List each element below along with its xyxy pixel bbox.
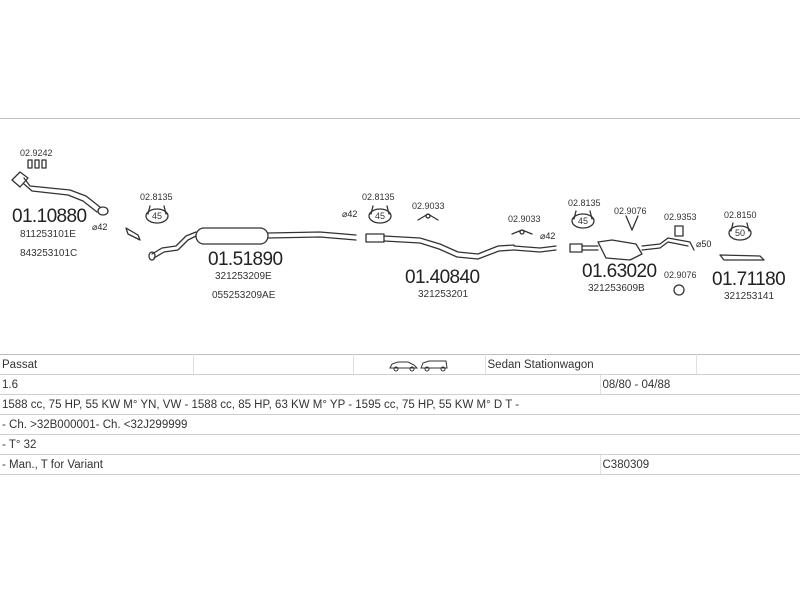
- tail-pipe-drawing: [719, 254, 765, 261]
- accessory-label: 02.9076: [664, 270, 697, 280]
- oem-number-5: 321253141: [724, 291, 775, 302]
- empty-cell: [193, 354, 354, 375]
- part-number-3: 01.40840: [405, 267, 480, 288]
- chassis-cell: - Ch. >32B000001- Ch. <32J299999: [0, 414, 800, 435]
- clamp-02-9076-a: [625, 215, 639, 231]
- oem-number-2b: 055253209AE: [212, 290, 276, 301]
- body-type-cell: Sedan Stationwagon: [485, 354, 697, 375]
- accessory-label: 02.8135: [362, 192, 395, 202]
- accessory-label: 02.8150: [724, 210, 757, 220]
- oem-number-3: 321253201: [418, 289, 469, 300]
- hanger-02-8135-a: [145, 205, 169, 224]
- hanger-02-8135-c: [571, 210, 595, 229]
- accessory-label: 02.9033: [412, 201, 445, 211]
- accessory-label: 02.9353: [664, 212, 697, 222]
- catalog-code-cell: C380309: [600, 454, 800, 475]
- part-number-5: 01.71180: [712, 269, 786, 290]
- hanger-size-label: 50: [735, 228, 746, 238]
- centre-pipe-drawing: [365, 233, 557, 260]
- hanger-size-label: 45: [152, 211, 163, 221]
- oem-number-2a: 321253209E: [215, 271, 272, 282]
- accessory-label: 02.9242: [20, 148, 53, 158]
- clamp-02-9033-b: [511, 229, 533, 235]
- table-row: - Ch. >32B000001- Ch. <32J299999: [0, 414, 800, 435]
- oem-number-1a: 811253101E: [20, 229, 76, 240]
- hanger-size-label: 45: [375, 211, 386, 221]
- engine-cell: 1.6: [0, 374, 601, 395]
- rear-silencer-drawing: [569, 237, 695, 261]
- table-row: - Man., T for Variant C380309: [0, 454, 800, 475]
- vehicle-info-table: Passat Sedan Stationwagon 1.6 08/80 - 04…: [0, 354, 800, 475]
- type-cell: - T° 32: [0, 434, 800, 455]
- oem-number-1b: 843253101C: [20, 248, 78, 259]
- oem-number-4: 321253609B: [588, 283, 645, 294]
- table-row: - T° 32: [0, 434, 800, 455]
- clamp-02-9033-a: [417, 213, 439, 221]
- diameter-label: ⌀42: [342, 209, 358, 219]
- transmission-cell: - Man., T for Variant: [0, 454, 601, 475]
- clamp-02-9076-b: [673, 284, 685, 296]
- front-pipe-drawing: [11, 159, 109, 216]
- frame-top-line: [0, 118, 800, 119]
- hanger-size-label: 45: [578, 216, 589, 226]
- accessory-label: 02.8135: [568, 198, 601, 208]
- model-cell: Passat: [0, 354, 194, 375]
- part-number-2: 01.51890: [208, 249, 283, 270]
- diameter-label: ⌀42: [92, 222, 108, 232]
- table-row: 1588 cc, 75 HP, 55 KW M° YN, VW - 1588 c…: [0, 394, 800, 415]
- part-number-4: 01.63020: [582, 261, 657, 282]
- part-number-1: 01.10880: [12, 206, 87, 227]
- clamp-02-9353: [674, 225, 684, 237]
- table-row: Passat Sedan Stationwagon: [0, 354, 800, 375]
- exhaust-diagram: 01.10880 811253101E 843253101C 01.51890 …: [11, 148, 786, 302]
- hanger-02-8150: [728, 222, 752, 241]
- years-cell: 08/80 - 04/88: [600, 374, 800, 395]
- empty-cell: [696, 354, 800, 375]
- accessory-label: 02.9076: [614, 206, 647, 216]
- diameter-label: ⌀42: [540, 231, 556, 241]
- accessory-label: 02.9033: [508, 214, 541, 224]
- exhaust-drawing: [11, 159, 765, 296]
- accessory-label: 02.8135: [140, 192, 173, 202]
- table-row: 1.6 08/80 - 04/88: [0, 374, 800, 395]
- specs-cell: 1588 cc, 75 HP, 55 KW M° YN, VW - 1588 c…: [0, 394, 800, 415]
- front-silencer-drawing: [148, 227, 357, 261]
- hanger-02-8135-b: [368, 205, 392, 224]
- body-icons-cell: [353, 354, 486, 375]
- car-body-icons: [389, 360, 448, 371]
- diameter-label: ⌀50: [696, 239, 712, 249]
